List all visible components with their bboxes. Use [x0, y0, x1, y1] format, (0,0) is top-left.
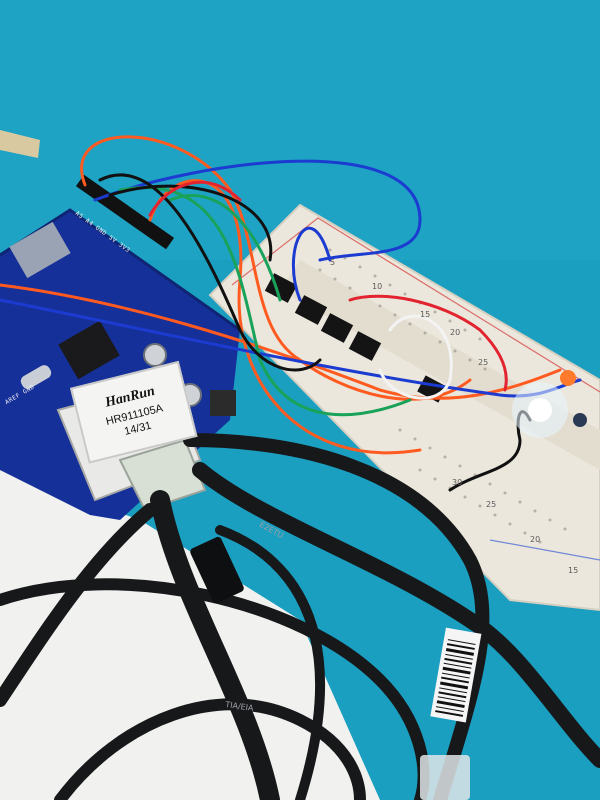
breadboard-number: 25 — [478, 358, 489, 367]
breadboard-number: 10 — [372, 282, 383, 291]
wire-black — [108, 184, 273, 262]
barcode-label — [430, 627, 482, 723]
w5100-chip — [58, 320, 120, 380]
breadboard-number: 5 — [330, 258, 336, 267]
breadboard-number: 15 — [420, 310, 431, 319]
tape — [0, 130, 40, 158]
wire-green — [168, 194, 282, 302]
breadboard-number: 25 — [486, 500, 497, 509]
led-dark — [573, 413, 587, 427]
wire-orange — [0, 283, 562, 400]
led-orange — [560, 370, 576, 386]
led-white — [528, 398, 552, 422]
black-cables — [0, 433, 600, 800]
wire-black — [98, 173, 322, 372]
header-pins — [75, 174, 175, 250]
breadboard-number: 30 — [452, 478, 463, 487]
wire-white — [378, 314, 453, 400]
breadboard-number: 15 — [568, 566, 579, 575]
wire-orange — [80, 135, 472, 401]
capacitor — [143, 343, 167, 367]
wire-blue — [291, 226, 332, 302]
wire-blue — [93, 159, 422, 262]
wire-red — [348, 294, 508, 392]
leds — [512, 370, 587, 438]
crystal — [20, 365, 52, 389]
wire-red — [148, 180, 242, 217]
rj45-plug — [118, 438, 207, 512]
breadboard-number: 20 — [530, 535, 541, 544]
usb-connector — [190, 536, 244, 604]
breadboard-number: 20 — [450, 328, 461, 337]
reset-button — [210, 390, 236, 416]
sd-card-slot — [9, 221, 71, 279]
rj45-plug-bottom — [420, 755, 470, 800]
